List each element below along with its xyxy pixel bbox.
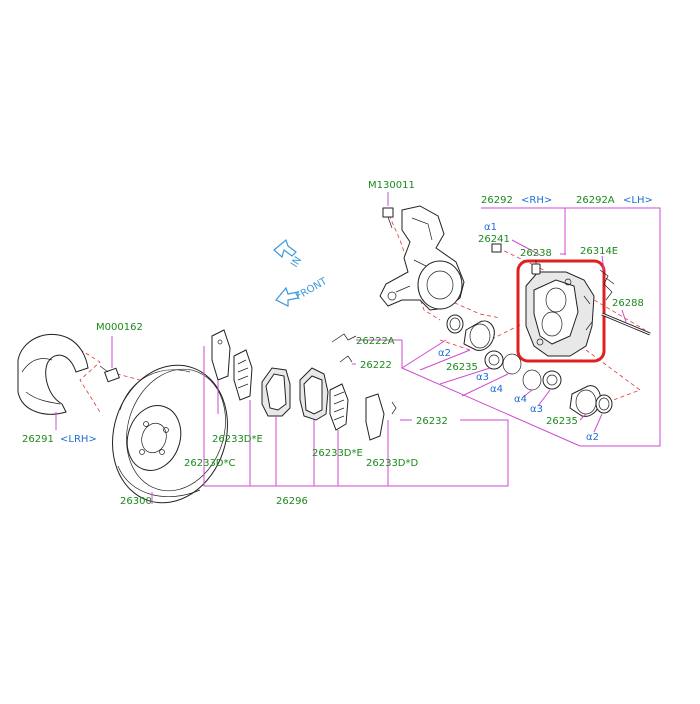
label-m000162: M000162 <box>96 322 143 333</box>
label-alpha4-top: α4 <box>490 384 503 395</box>
label-26233de-2: 26233D*E <box>312 448 363 459</box>
steering-knuckle-part <box>379 205 465 311</box>
direction-front-arrow: FRONT <box>275 276 330 307</box>
label-alpha3-top: α3 <box>476 372 489 383</box>
piston-seal-left-a2 <box>446 314 464 334</box>
highlight-caliper-box <box>516 259 606 363</box>
brake-pad-inner-part <box>299 367 329 421</box>
label-26235-top: 26235 <box>446 362 478 373</box>
brake-pad-outer-part <box>261 367 291 417</box>
label-alpha4-bottom: α4 <box>514 394 527 405</box>
shim-26222-part <box>339 355 353 363</box>
label-26291: 26291 <box>22 434 54 445</box>
front-label: FRONT <box>294 276 330 303</box>
brake-rotor-part <box>112 364 228 504</box>
label-26233dd: 26233D*D <box>366 458 419 469</box>
piston-seal-right-a2 <box>595 394 613 414</box>
label-26233dc: 26233D*C <box>184 458 236 469</box>
label-26238: 26238 <box>520 248 552 259</box>
label-26233de: 26233D*E <box>212 434 263 445</box>
label-26235-bottom: 26235 <box>546 416 578 427</box>
label-lrh: <LRH> <box>60 434 97 445</box>
pad-pin-part <box>601 312 651 336</box>
dust-boot-right-a3 <box>542 370 562 390</box>
label-26300: 26300 <box>120 496 152 507</box>
label-alpha2-top: α2 <box>438 348 451 359</box>
label-26314e: 26314E <box>580 246 618 257</box>
bolt-26241-part <box>491 243 502 253</box>
direction-in-arrow: IN <box>273 238 304 270</box>
label-alpha3-bottom: α3 <box>530 404 543 415</box>
label-26241: 26241 <box>478 234 510 245</box>
label-26292: 26292 <box>481 195 513 206</box>
label-26232: 26232 <box>416 416 448 427</box>
shim-26222a-part <box>331 333 357 343</box>
bolt-m000162-part <box>99 365 120 383</box>
bolt-m130011-part <box>382 207 394 229</box>
piston-right-26235 <box>569 385 601 417</box>
label-alpha2-bottom: α2 <box>586 432 599 443</box>
pad-shim-inner-part <box>233 349 253 401</box>
label-alpha1: α1 <box>484 222 497 233</box>
pad-shim-4-part <box>365 393 397 441</box>
label-26288: 26288 <box>612 298 644 309</box>
pad-shim-3-part <box>329 383 349 431</box>
pad-shim-outer-part <box>211 329 231 381</box>
in-label: IN <box>289 255 304 270</box>
seal-left-a4 <box>502 353 522 375</box>
dust-shield-part <box>17 333 89 415</box>
leader-lines <box>55 192 661 504</box>
seal-right-a4 <box>522 369 542 391</box>
label-rh: <RH> <box>521 195 552 206</box>
label-26222: 26222 <box>360 360 392 371</box>
piston-left-26235 <box>463 320 495 351</box>
label-26296: 26296 <box>276 496 308 507</box>
part-labels: M130011 26292 <RH> 26292A <LH> α1 26241 … <box>22 180 653 507</box>
label-26292a: 26292A <box>576 195 615 206</box>
label-lh: <LH> <box>623 195 653 206</box>
dust-boot-left-a3 <box>484 350 504 370</box>
label-m130011: M130011 <box>368 180 415 191</box>
brake-caliper-part <box>525 271 595 357</box>
bleeder-screw-part <box>531 260 541 275</box>
label-26222a: 26222A <box>356 336 395 347</box>
pad-spring-part <box>599 269 615 301</box>
